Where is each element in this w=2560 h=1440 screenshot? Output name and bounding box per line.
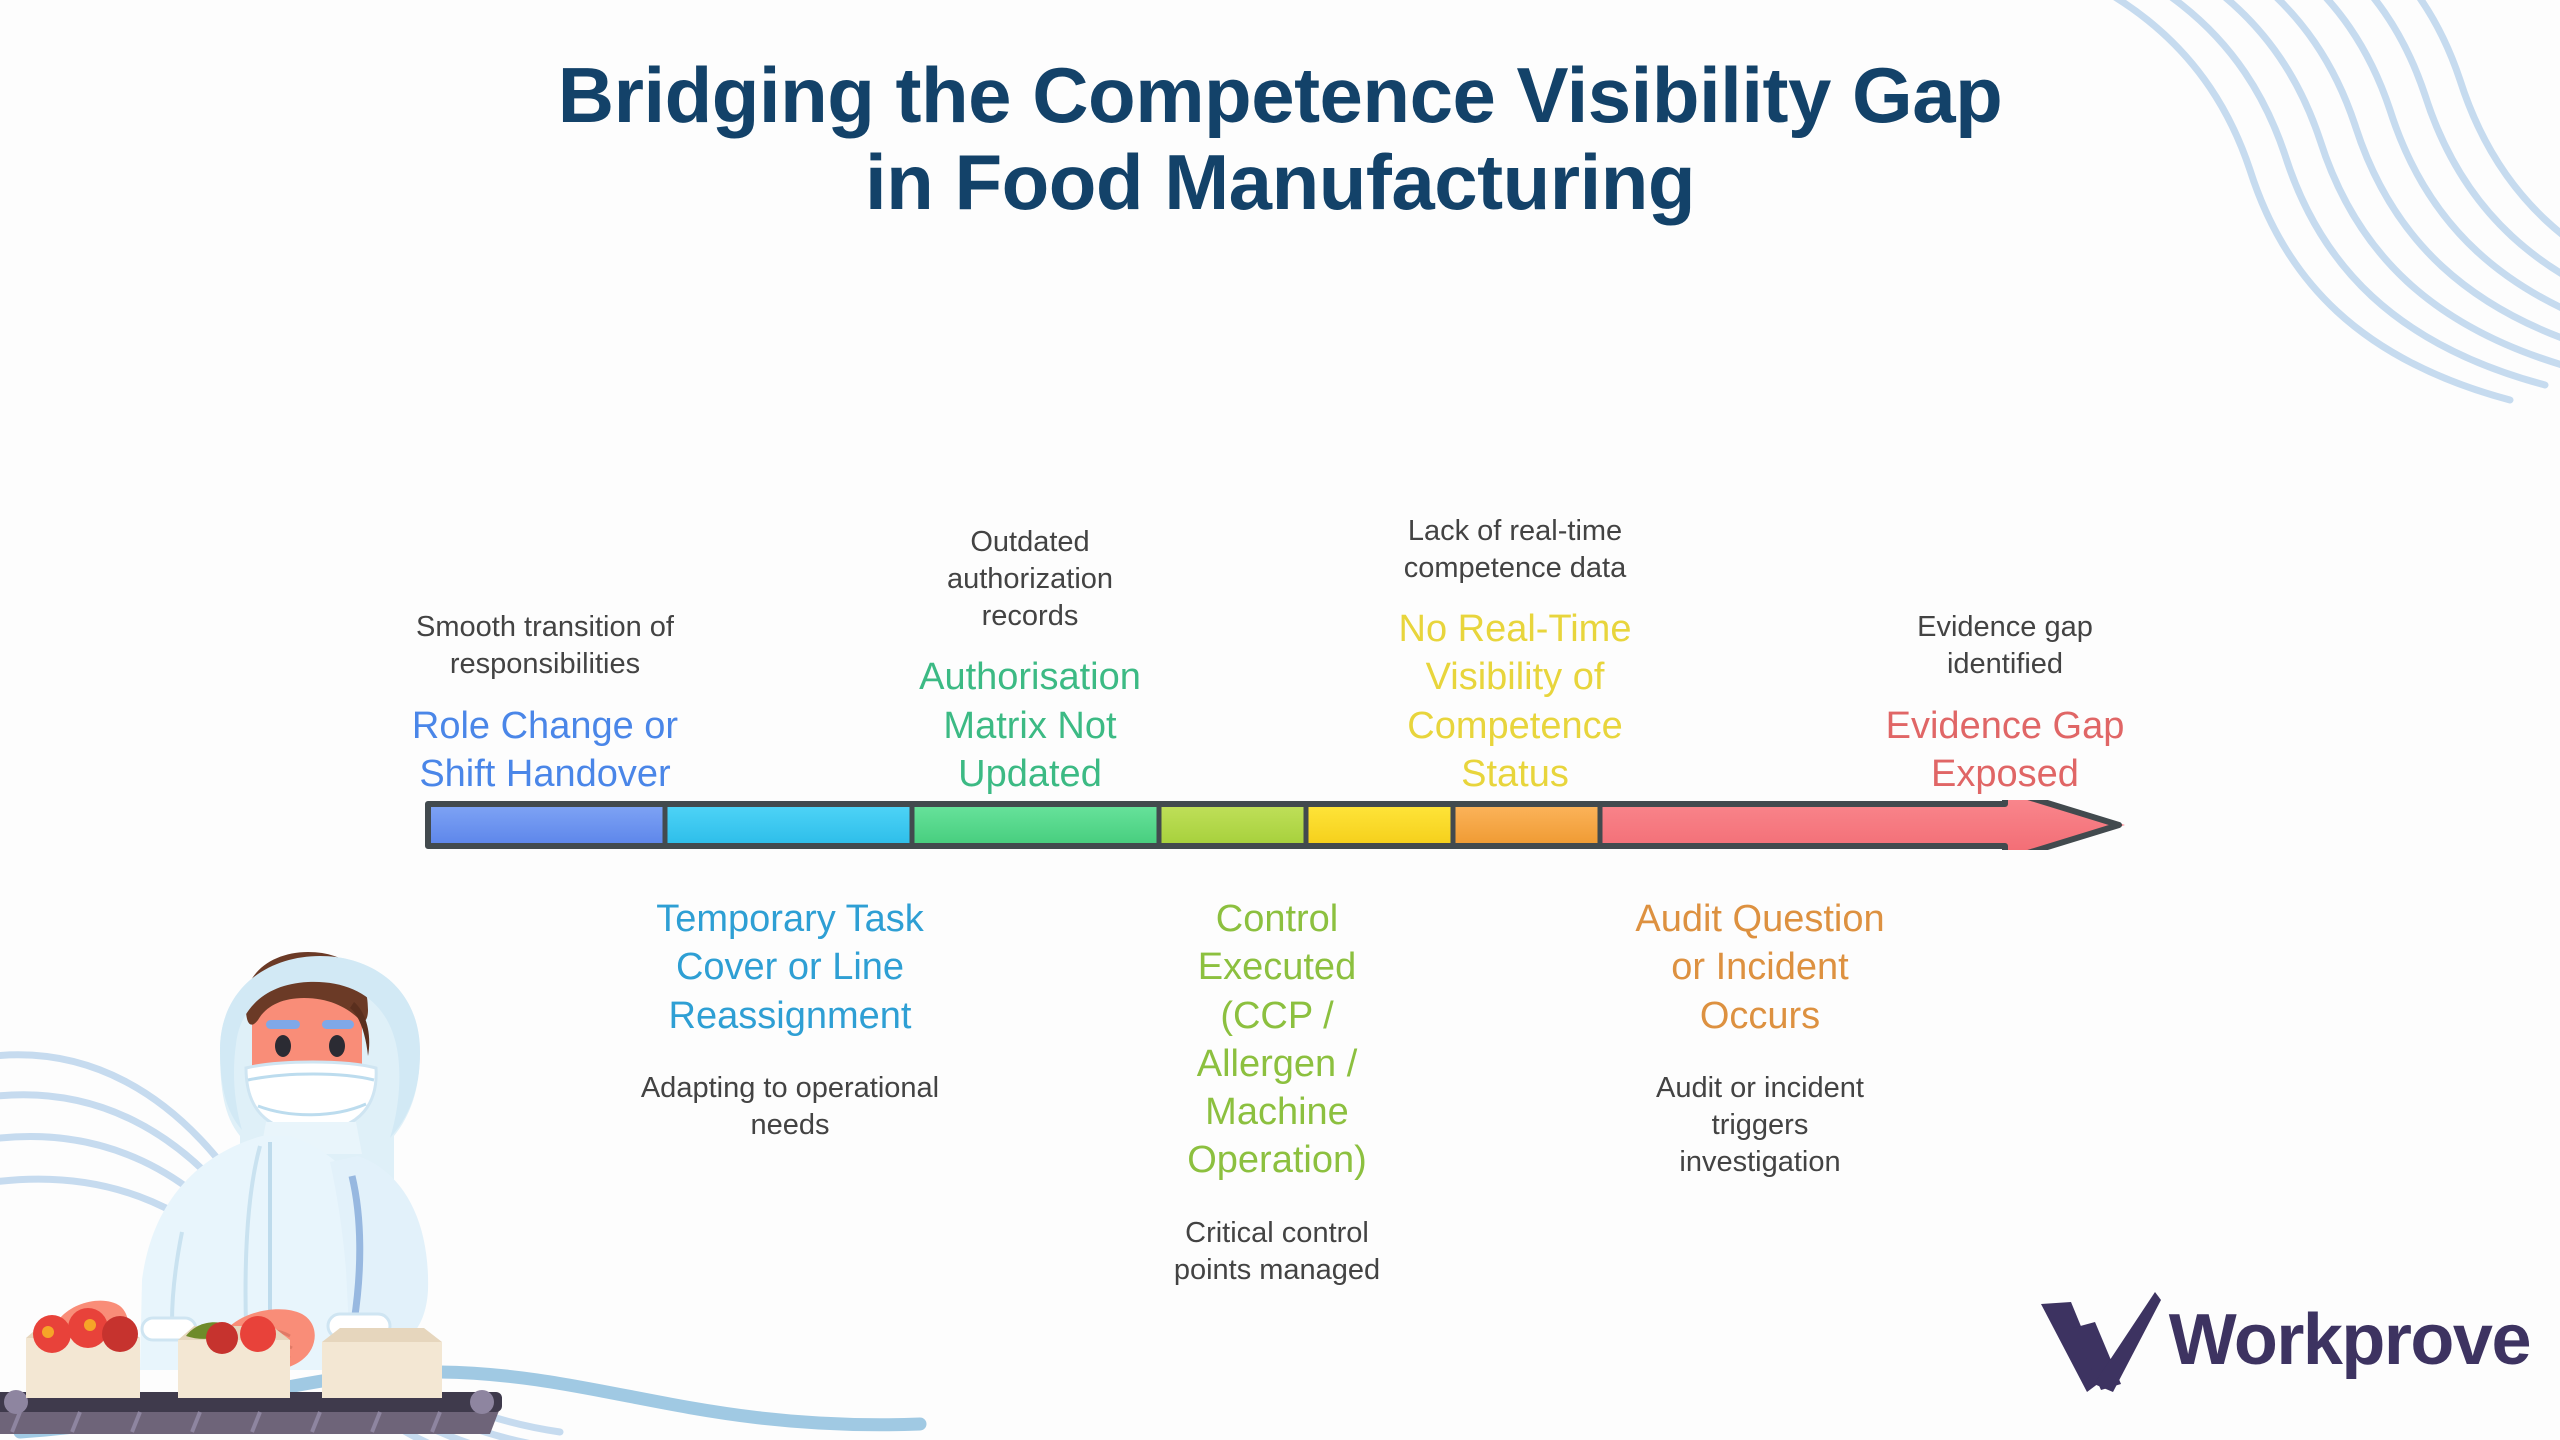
- timeline-stage-4-sub: Critical control points managed: [1173, 1216, 1381, 1286]
- timeline-stage-2-main: Temporary Task Cover or Line Reassignmen…: [656, 898, 924, 1037]
- timeline-stage-2: Temporary Task Cover or Line Reassignmen…: [630, 895, 950, 1144]
- timeline-stage-7: Evidence gap identified Evidence Gap Exp…: [1845, 609, 2165, 798]
- page-title: Bridging the Competence Visibility Gap i…: [0, 51, 2560, 227]
- title-line-2: in Food Manufacturing: [864, 138, 1696, 227]
- timeline-stage-4: Control Executed (CCP / Allergen / Machi…: [1117, 895, 1437, 1289]
- timeline-stage-3: Outdated authorization records Authorisa…: [870, 524, 1190, 798]
- timeline-stage-7-main: Evidence Gap Exposed: [1885, 704, 2125, 795]
- workprove-logo: Workprove: [2037, 1288, 2532, 1392]
- timeline-stage-7-sub: Evidence gap identified: [1917, 611, 2093, 681]
- arrow-segments: [425, 800, 2125, 850]
- timeline-stage-1-main: Role Change or Shift Handover: [411, 704, 679, 795]
- checkmark-w-icon: [2040, 1292, 2161, 1392]
- timeline-stage-6: Audit Question or Incident Occurs Audit …: [1600, 895, 1920, 1181]
- title-line-1: Bridging the Competence Visibility Gap: [557, 51, 2003, 139]
- timeline-stage-3-sub: Outdated authorization records: [946, 525, 1114, 633]
- timeline-stage-4-main: Control Executed (CCP / Allergen / Machi…: [1187, 898, 1367, 1182]
- timeline-stage-1-sub: Smooth transition of responsibilities: [416, 611, 674, 681]
- timeline-stage-5-sub: Lack of real-time competence data: [1403, 514, 1627, 584]
- timeline-stage-3-main: Authorisation Matrix Not Updated: [919, 656, 1141, 795]
- timeline-stage-1: Smooth transition of responsibilities Ro…: [385, 609, 705, 798]
- brand-name: Workprove: [2168, 1300, 2532, 1380]
- timeline-stage-2-sub: Adapting to operational needs: [640, 1071, 940, 1141]
- process-timeline-arrow: [425, 800, 2125, 850]
- timeline-stage-5: Lack of real-time competence data No Rea…: [1355, 513, 1675, 798]
- timeline-stage-5-main: No Real-Time Visibility of Competence St…: [1398, 608, 1632, 795]
- food-factory-worker-illustration: [0, 952, 502, 1434]
- timeline-stage-6-sub: Audit or incident triggers investigation: [1656, 1071, 1864, 1178]
- timeline-stage-6-main: Audit Question or Incident Occurs: [1635, 898, 1885, 1037]
